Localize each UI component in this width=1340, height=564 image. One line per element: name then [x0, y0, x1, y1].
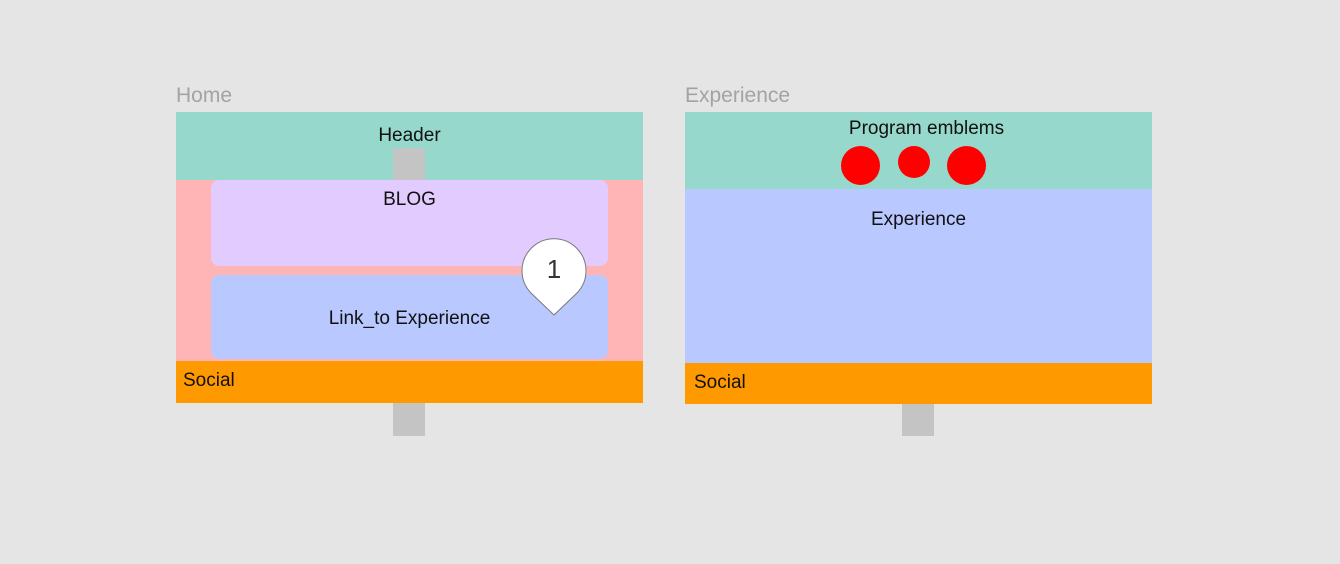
blog-label: BLOG — [383, 189, 436, 210]
emblem-2[interactable] — [898, 146, 930, 178]
emblem-1[interactable] — [841, 146, 880, 185]
program-emblems-label: Program emblems — [848, 118, 1005, 139]
home-social-label: Social — [183, 370, 235, 391]
home-bottom-connector — [393, 403, 425, 436]
hotspot-pin[interactable]: 1 — [521, 237, 587, 317]
experience-frame: Program emblems Experience Social — [685, 112, 1152, 404]
experience-frame-title: Experience — [685, 84, 791, 107]
map-pin-icon — [521, 238, 587, 316]
experience-social-label: Social — [694, 372, 746, 393]
link-to-experience-label: Link_to Experience — [328, 308, 491, 329]
experience-header: Program emblems — [685, 112, 1152, 189]
hotspot-number: 1 — [546, 254, 562, 284]
emblem-3[interactable] — [947, 146, 986, 185]
home-frame-title: Home — [176, 84, 233, 107]
experience-body: Experience — [685, 189, 1152, 363]
header-connector — [393, 148, 425, 180]
experience-bottom-connector — [902, 404, 934, 436]
home-header-label: Header — [378, 125, 441, 146]
home-social-footer: Social — [176, 361, 643, 403]
experience-body-label: Experience — [870, 209, 967, 230]
experience-social-footer: Social — [685, 363, 1152, 404]
